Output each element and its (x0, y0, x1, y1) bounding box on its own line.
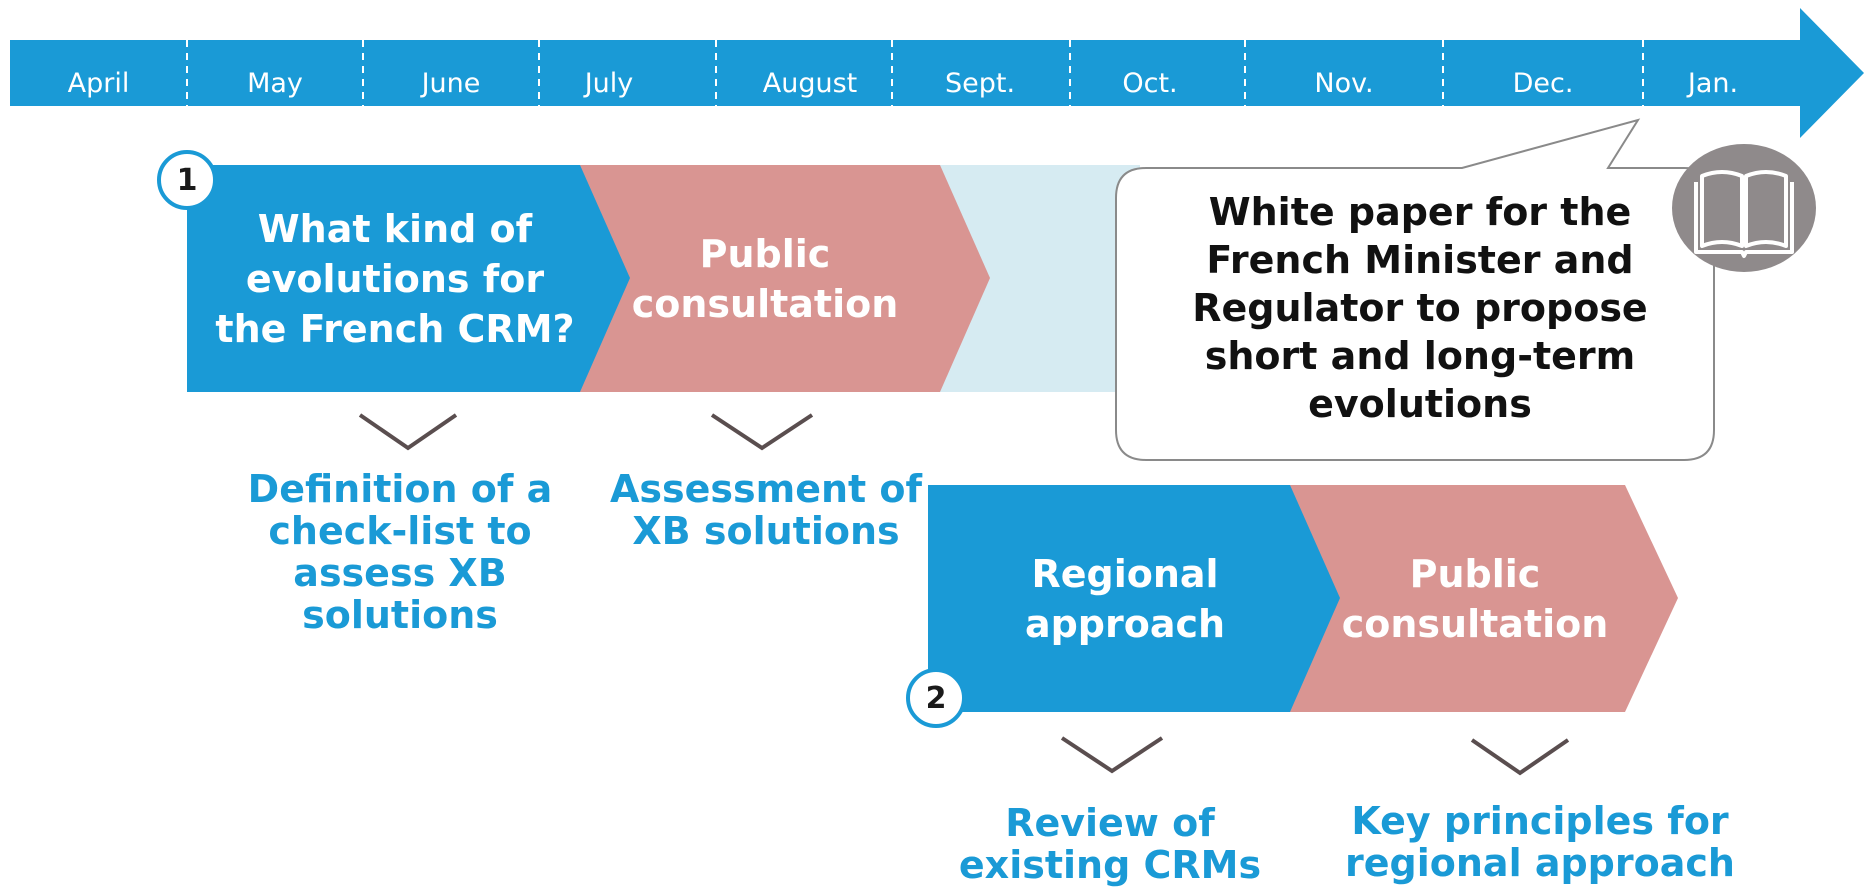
month-august: August (762, 68, 858, 99)
chevron-down-icon (1470, 738, 1570, 776)
track1-step-consultation-shape (580, 165, 990, 392)
month-oct: Oct. (1122, 68, 1178, 99)
track2-outcome-review: Review of existing CRMs (958, 801, 1262, 887)
month-dividers (186, 40, 1644, 106)
month-april: April (67, 68, 130, 99)
track1-extension (940, 165, 1140, 392)
callout-text: White paper for the French Minister and … (1192, 190, 1648, 426)
month-june: June (421, 68, 481, 99)
track2-step-regional-shape (928, 485, 1340, 712)
chevron-down-icon (710, 413, 814, 451)
track1-step-question-shape (187, 165, 630, 392)
track1-badge: 1 (157, 150, 217, 210)
track2-outcome-principles: Key principles for regional approach (1345, 799, 1735, 885)
month-jan: Jan. (1687, 68, 1739, 99)
track2-badge: 2 (906, 668, 966, 728)
timeline-arrow (10, 8, 1864, 138)
chevron-down-icon (1060, 736, 1164, 774)
track1-step-question-label: What kind of evolutions for the French C… (215, 206, 575, 351)
month-dec: Dec. (1512, 68, 1574, 99)
track1-outcome-checklist: Definition of a check-list to assess XB … (247, 467, 553, 637)
track2-step-regional-label: Regional approach (1024, 551, 1226, 646)
month-nov: Nov. (1314, 68, 1374, 99)
open-book-icon (1672, 144, 1816, 272)
timeline-arrow-body (10, 8, 1864, 138)
track2-step-consultation-label: Public consultation (1341, 551, 1609, 646)
month-may: May (247, 68, 303, 99)
track1-outcome-assessment: Assessment of XB solutions (609, 467, 923, 553)
chevron-down-icon (358, 413, 458, 451)
month-july: July (584, 68, 634, 99)
track1-step-consultation-label: Public consultation (631, 231, 899, 326)
month-sept: Sept. (944, 68, 1016, 99)
track2-step-consultation-shape (1290, 485, 1678, 712)
